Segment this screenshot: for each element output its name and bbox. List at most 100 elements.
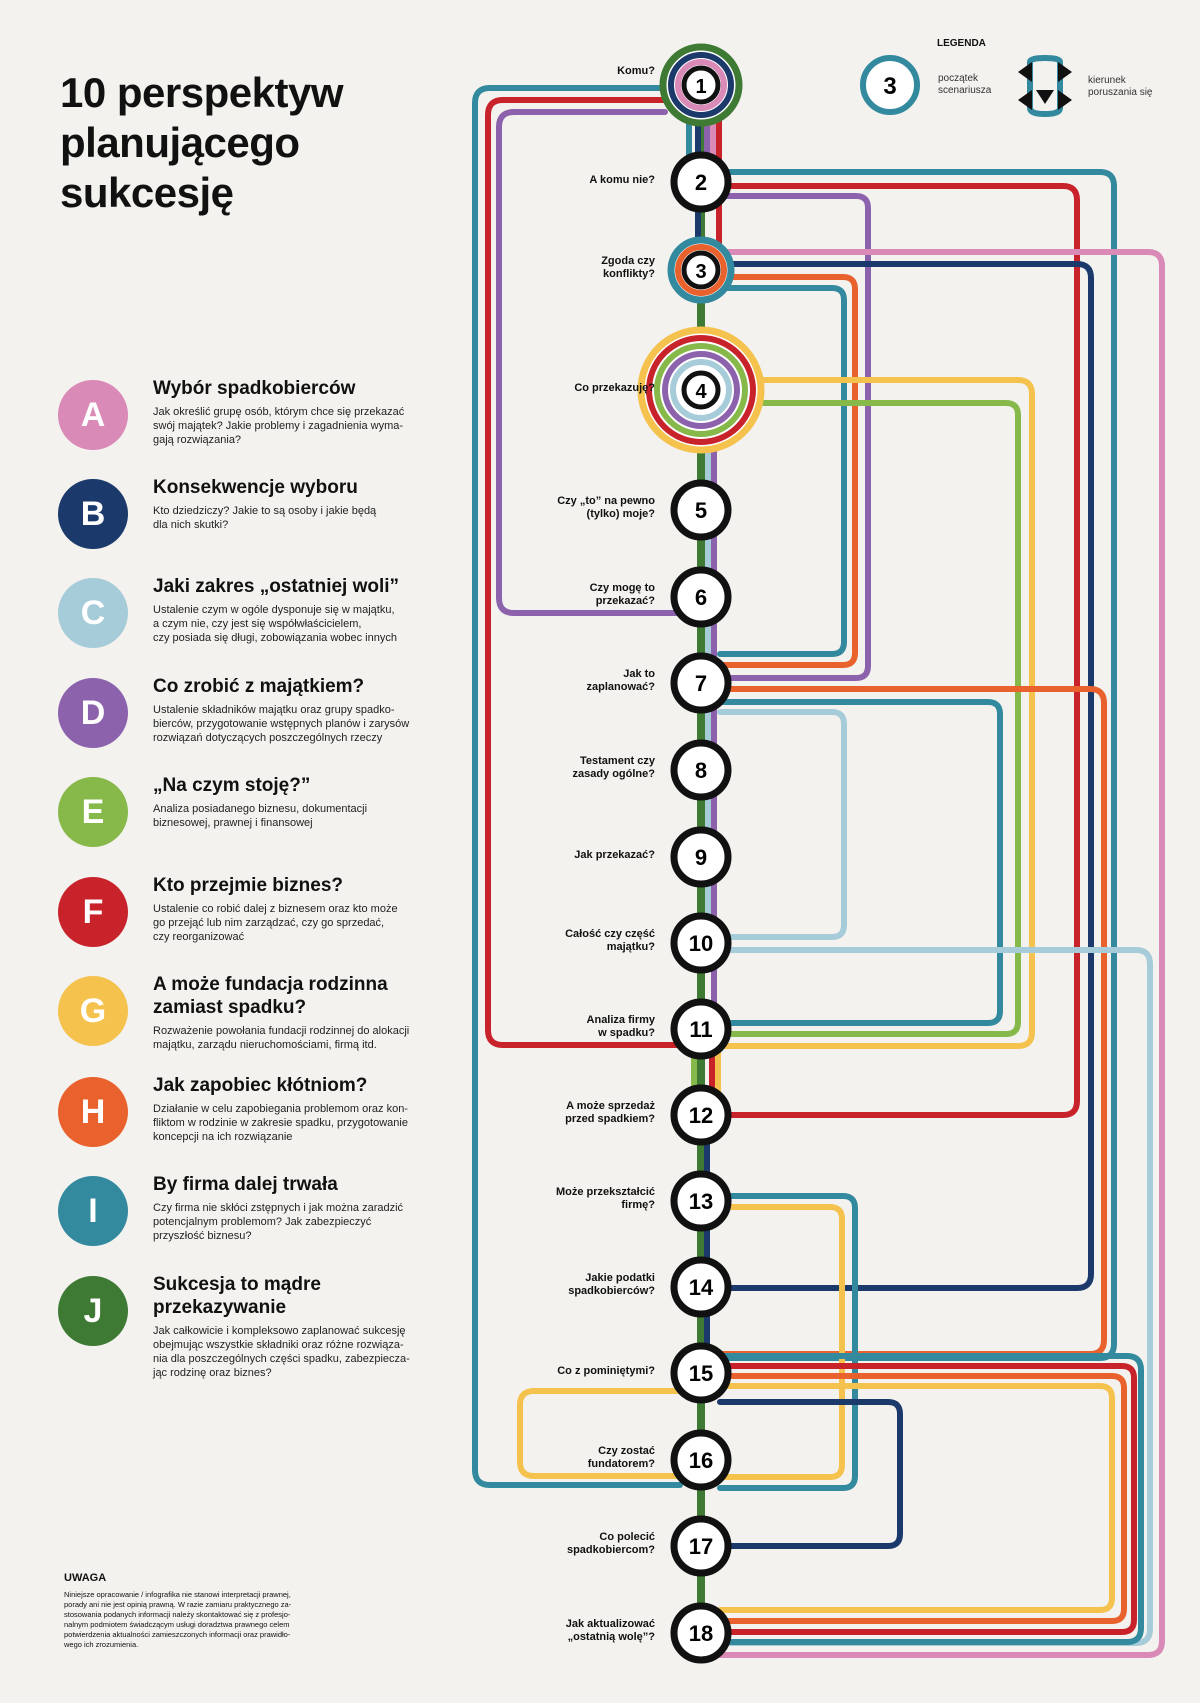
- station-1-circle: [681, 65, 721, 105]
- route-d-right-loop: [717, 193, 871, 681]
- perspective-c-description: Ustalenie czym w ogóle dysponuje się w m…: [153, 604, 397, 644]
- legend-start-label: początek scenariusza: [938, 73, 992, 96]
- station-7-circle: [670, 652, 732, 714]
- station-12-circle: [670, 1084, 732, 1146]
- station-10-question: Całość czy część majątku?: [565, 928, 655, 953]
- route-i-teal-loop-4: [717, 1353, 1144, 1645]
- perspective-e-badge: E: [58, 777, 128, 847]
- perspective-i-description: Czy firma nie skłóci zstępnych i jak moż…: [153, 1202, 404, 1242]
- station-16-question: Czy zostać fundatorem?: [587, 1445, 655, 1470]
- route-d-left-loop: [496, 109, 683, 616]
- perspective-a-description: Jak określić grupę osób, którym chce się…: [153, 406, 405, 446]
- station-1-number: 1: [695, 76, 706, 98]
- station-11-question: Analiza firmy w spadku?: [586, 1014, 655, 1039]
- route-c-lightblue-loop-2: [717, 947, 1153, 1646]
- station-4: 4: [681, 370, 721, 410]
- perspective-e-heading: „Na czym stoję?”: [153, 775, 311, 796]
- perspective-j-badge: J: [58, 1276, 128, 1346]
- route-f-right-loop: [717, 183, 1080, 1118]
- route-i-right-loop: [717, 169, 1117, 1361]
- station-2: 2: [670, 151, 732, 213]
- station-18: 18: [670, 1602, 732, 1664]
- route-f-red-loop-3: [717, 1363, 1137, 1635]
- perspective-d-description: Ustalenie składników majątku oraz grupy …: [153, 704, 410, 744]
- route-i-teal-loop: [717, 285, 847, 657]
- station-2-question: A komu nie?: [589, 173, 655, 186]
- station-11: 11: [670, 998, 732, 1060]
- route-a-pink-loop: [717, 249, 1165, 1658]
- legend-direction-label: kierunek poruszania się: [1088, 75, 1153, 98]
- station-6-question: Czy mogę to przekazać?: [589, 582, 655, 607]
- station-13: 13: [670, 1170, 732, 1232]
- direction-arrows-icon: [1027, 54, 1063, 118]
- perspective-i-badge: I: [58, 1176, 128, 1246]
- perspective-b-badge: B: [58, 479, 128, 549]
- perspective-a-badge: A: [58, 380, 128, 450]
- station-13-question: Może przekształcić firmę?: [555, 1186, 655, 1211]
- route-e-green-loop: [717, 400, 1021, 1037]
- station-15-number: 15: [689, 1361, 713, 1386]
- station-13-number: 13: [689, 1189, 713, 1214]
- station-11-number: 11: [689, 1017, 712, 1042]
- perspective-j-description: Jak całkowicie i kompleksowo zaplanować …: [153, 1325, 410, 1379]
- perspective-b-heading: Konsekwencje wyboru: [153, 477, 358, 498]
- station-14-question: Jakie podatki spadkobierców?: [568, 1272, 655, 1297]
- direction-arrow-heads: [1018, 62, 1072, 110]
- station-17-number: 17: [689, 1534, 713, 1559]
- station-6-circle: [670, 566, 732, 628]
- station-5-circle: [670, 479, 732, 541]
- route-lines: [472, 81, 1165, 1658]
- station-5-question: Czy „to” na pewno (tylko) moje?: [557, 495, 655, 520]
- legal-notice-title: UWAGA: [64, 1572, 107, 1584]
- station-18-question: Jak aktualizować „ostatnią wolę”?: [565, 1618, 655, 1643]
- station-3-question: Zgoda czy konflikty?: [601, 255, 655, 280]
- perspective-f-badge: F: [58, 877, 128, 947]
- perspective-c-heading: Jaki zakres „ostatniej woli”: [153, 576, 400, 597]
- station-16-circle: [670, 1429, 732, 1491]
- station-3: 3: [681, 250, 721, 290]
- route-f-left-loop: [485, 97, 683, 1048]
- route-g-yellow-loop-2: [677, 1204, 845, 1480]
- legend-title: LEGENDA: [937, 38, 986, 49]
- legal-notice: UWAGA Niniejsze opracowanie / infografik…: [64, 1572, 334, 1650]
- station-7: 7: [670, 652, 732, 714]
- station-10: 10: [670, 912, 732, 974]
- perspective-f-heading: Kto przejmie biznes?: [153, 875, 344, 896]
- station-18-circle: [670, 1602, 732, 1664]
- station-6-number: 6: [695, 585, 707, 610]
- station-14: 14: [670, 1256, 732, 1318]
- perspective-f-description: Ustalenie co robić dalej z biznesem oraz…: [153, 903, 398, 943]
- station-9-question: Jak przekazać?: [574, 848, 655, 861]
- station-5-number: 5: [695, 498, 707, 523]
- station-3-number: 3: [695, 261, 706, 283]
- perspective-a-heading: Wybór spadkobierców: [153, 378, 356, 399]
- perspective-j-heading: Sukcesja to mądre przekazywanie: [153, 1274, 321, 1318]
- station-8-number: 8: [695, 758, 707, 783]
- station-18-number: 18: [689, 1621, 713, 1646]
- station-17-question: Co polecić spadkobiercom?: [566, 1531, 655, 1556]
- station-17-circle: [670, 1515, 732, 1577]
- perspective-c-badge: C: [58, 578, 128, 648]
- perspective-d-heading: Co zrobić z majątkiem?: [153, 676, 365, 697]
- station-16: 16: [670, 1429, 732, 1491]
- route-g-yellow-loop-3: [717, 1383, 1115, 1613]
- station-8-question: Testament czy zasady ogólne?: [572, 755, 655, 780]
- perspective-h-description: Działanie w celu zapobiegania problemom …: [153, 1103, 408, 1143]
- perspective-h-badge: H: [58, 1077, 128, 1147]
- station-9-number: 9: [695, 845, 707, 870]
- route-b-navy-loop-2: [717, 1399, 903, 1549]
- station-7-question: Jak to zaplanować?: [586, 668, 655, 693]
- station-1-question: Komu?: [617, 64, 655, 77]
- station-2-circle: [670, 151, 732, 213]
- perspective-i-heading: By firma dalej trwała: [153, 1174, 338, 1195]
- route-c-lightblue-loop: [717, 709, 847, 940]
- station-9-circle: [670, 826, 732, 888]
- perspective-e-description: Analiza posiadanego biznesu, dokumentacj…: [153, 803, 368, 829]
- station-10-number: 10: [689, 931, 713, 956]
- perspective-g-description: Rozważenie powołania fundacji rodzinnej …: [153, 1025, 410, 1051]
- perspective-g-heading: A może fundacja rodzinna zamiast spadku?: [153, 974, 388, 1018]
- station-7-number: 7: [695, 671, 707, 696]
- station-15: 15: [670, 1342, 732, 1404]
- legal-notice-body: Niniejsze opracowanie / infografika nie …: [64, 1590, 292, 1649]
